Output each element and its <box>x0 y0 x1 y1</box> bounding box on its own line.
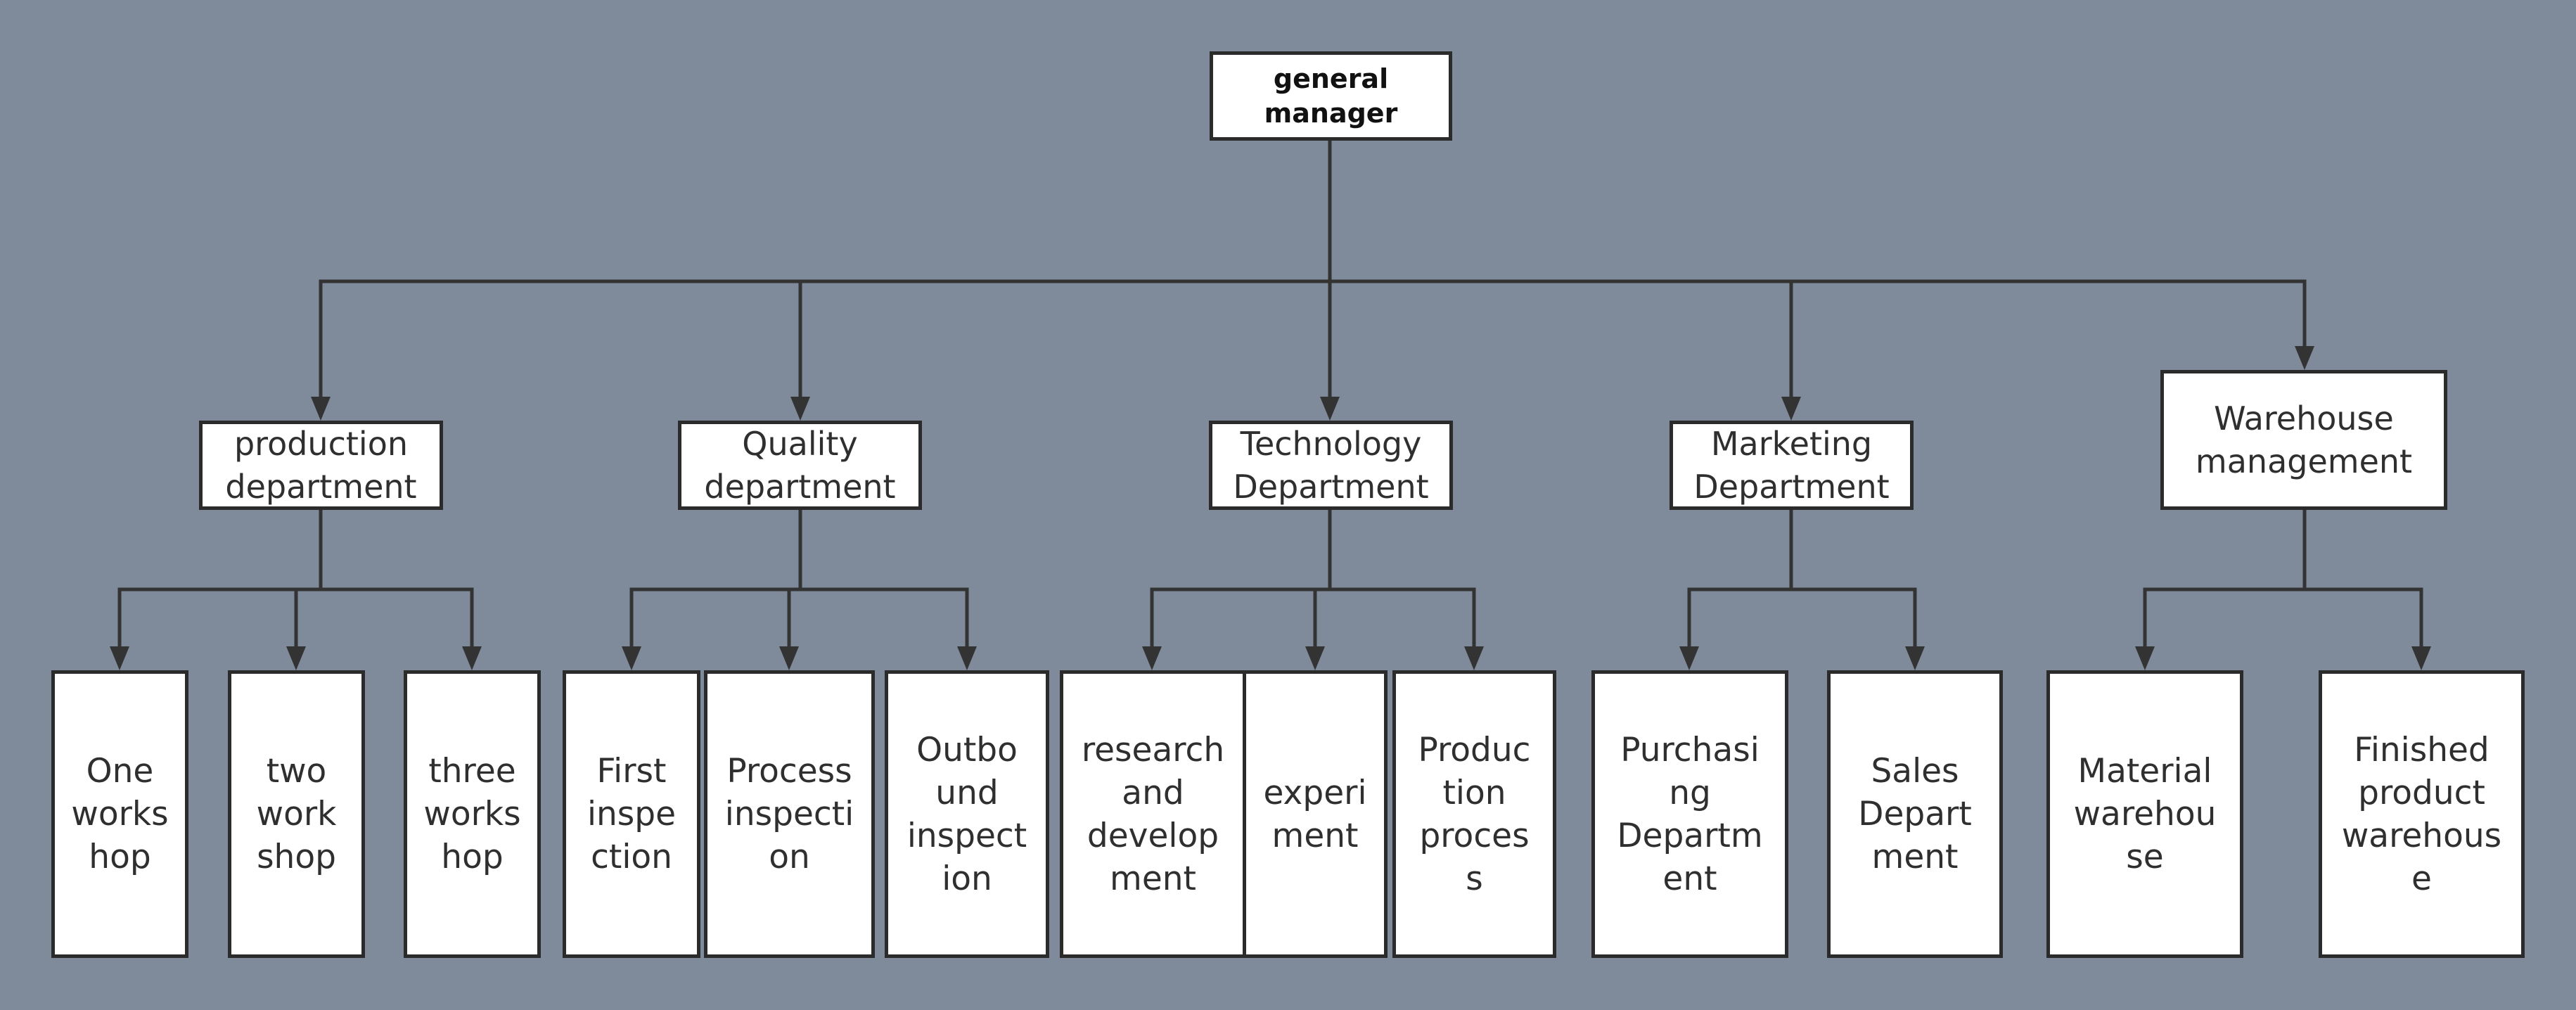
node-label: Material warehou se <box>2073 752 2217 876</box>
node-production-department: production department <box>199 421 443 510</box>
to-quality-arrowhead-icon <box>790 397 810 421</box>
node-label: Warehouse management <box>2195 399 2413 480</box>
to-technology-arrowhead-icon <box>1320 397 1340 421</box>
node-label: two work shop <box>256 752 337 876</box>
node-three-workshop: three works hop <box>404 670 541 958</box>
node-label: three works hop <box>423 752 521 876</box>
dept-1-child-1-arrowhead-icon <box>779 646 799 670</box>
node-label: Purchasi ng Departm ent <box>1617 730 1763 898</box>
dept-2-child-0-arrowhead-icon <box>1142 646 1162 670</box>
dept-0-child-1-arrowhead-icon <box>286 646 306 670</box>
node-quality-department: Quality department <box>678 421 922 510</box>
dept-1-child-0-arrowhead-icon <box>622 646 641 670</box>
node-label: Process inspecti on <box>724 752 854 876</box>
node-label: Technology Department <box>1233 424 1429 506</box>
node-purchasing-department: Purchasi ng Departm ent <box>1591 670 1788 958</box>
node-first-inspection: First inspe ction <box>563 670 700 958</box>
node-process-inspection: Process inspecti on <box>704 670 875 958</box>
node-label: production department <box>225 424 417 506</box>
dept-4-child-0-arrowhead-icon <box>2135 646 2155 670</box>
dept-0-child-0-arrowhead-icon <box>110 646 129 670</box>
dept-3-child-0-arrowhead-icon <box>1679 646 1699 670</box>
dept-0-child-2-arrowhead-icon <box>462 646 482 670</box>
node-label: Marketing Department <box>1693 424 1890 506</box>
node-label: Finished product warehous e <box>2341 730 2502 898</box>
to-warehouse-arrowhead-icon <box>2295 346 2314 370</box>
node-production-process: Produc tion proces s <box>1392 670 1556 958</box>
node-marketing-department: Marketing Department <box>1670 421 1914 510</box>
node-warehouse-management: Warehouse management <box>2160 370 2447 510</box>
node-one-workshop: One works hop <box>51 670 188 958</box>
node-general-manager: general manager <box>1210 51 1452 141</box>
node-label: Sales Depart ment <box>1858 752 1972 876</box>
node-label: Outbo und inspect ion <box>906 730 1027 898</box>
dept-4-child-1-arrowhead-icon <box>2411 646 2431 670</box>
node-label: Quality department <box>704 424 896 506</box>
node-experiment: experi ment <box>1243 670 1388 958</box>
to-production-arrowhead-icon <box>311 397 331 421</box>
node-two-workshop: two work shop <box>228 670 365 958</box>
node-finished-product-warehouse: Finished product warehous e <box>2319 670 2525 958</box>
node-label: One works hop <box>71 752 169 876</box>
node-sales-department: Sales Depart ment <box>1827 670 2003 958</box>
dept-1-child-2-arrowhead-icon <box>957 646 977 670</box>
dept-2-child-2-arrowhead-icon <box>1464 646 1484 670</box>
to-marketing-arrowhead-icon <box>1781 397 1801 421</box>
dept-3-child-1-arrowhead-icon <box>1905 646 1925 670</box>
dept-2-child-1-arrowhead-icon <box>1305 646 1325 670</box>
node-outbound-inspection: Outbo und inspect ion <box>885 670 1049 958</box>
node-label: general manager <box>1264 63 1398 129</box>
node-label: experi ment <box>1263 773 1367 855</box>
node-label: First inspe ction <box>587 752 677 876</box>
node-label: research and develop ment <box>1081 730 1225 898</box>
node-material-warehouse: Material warehou se <box>2046 670 2243 958</box>
node-technology-department: Technology Department <box>1209 421 1453 510</box>
node-label: Produc tion proces s <box>1418 730 1531 898</box>
node-research-and-development: research and develop ment <box>1060 670 1246 958</box>
